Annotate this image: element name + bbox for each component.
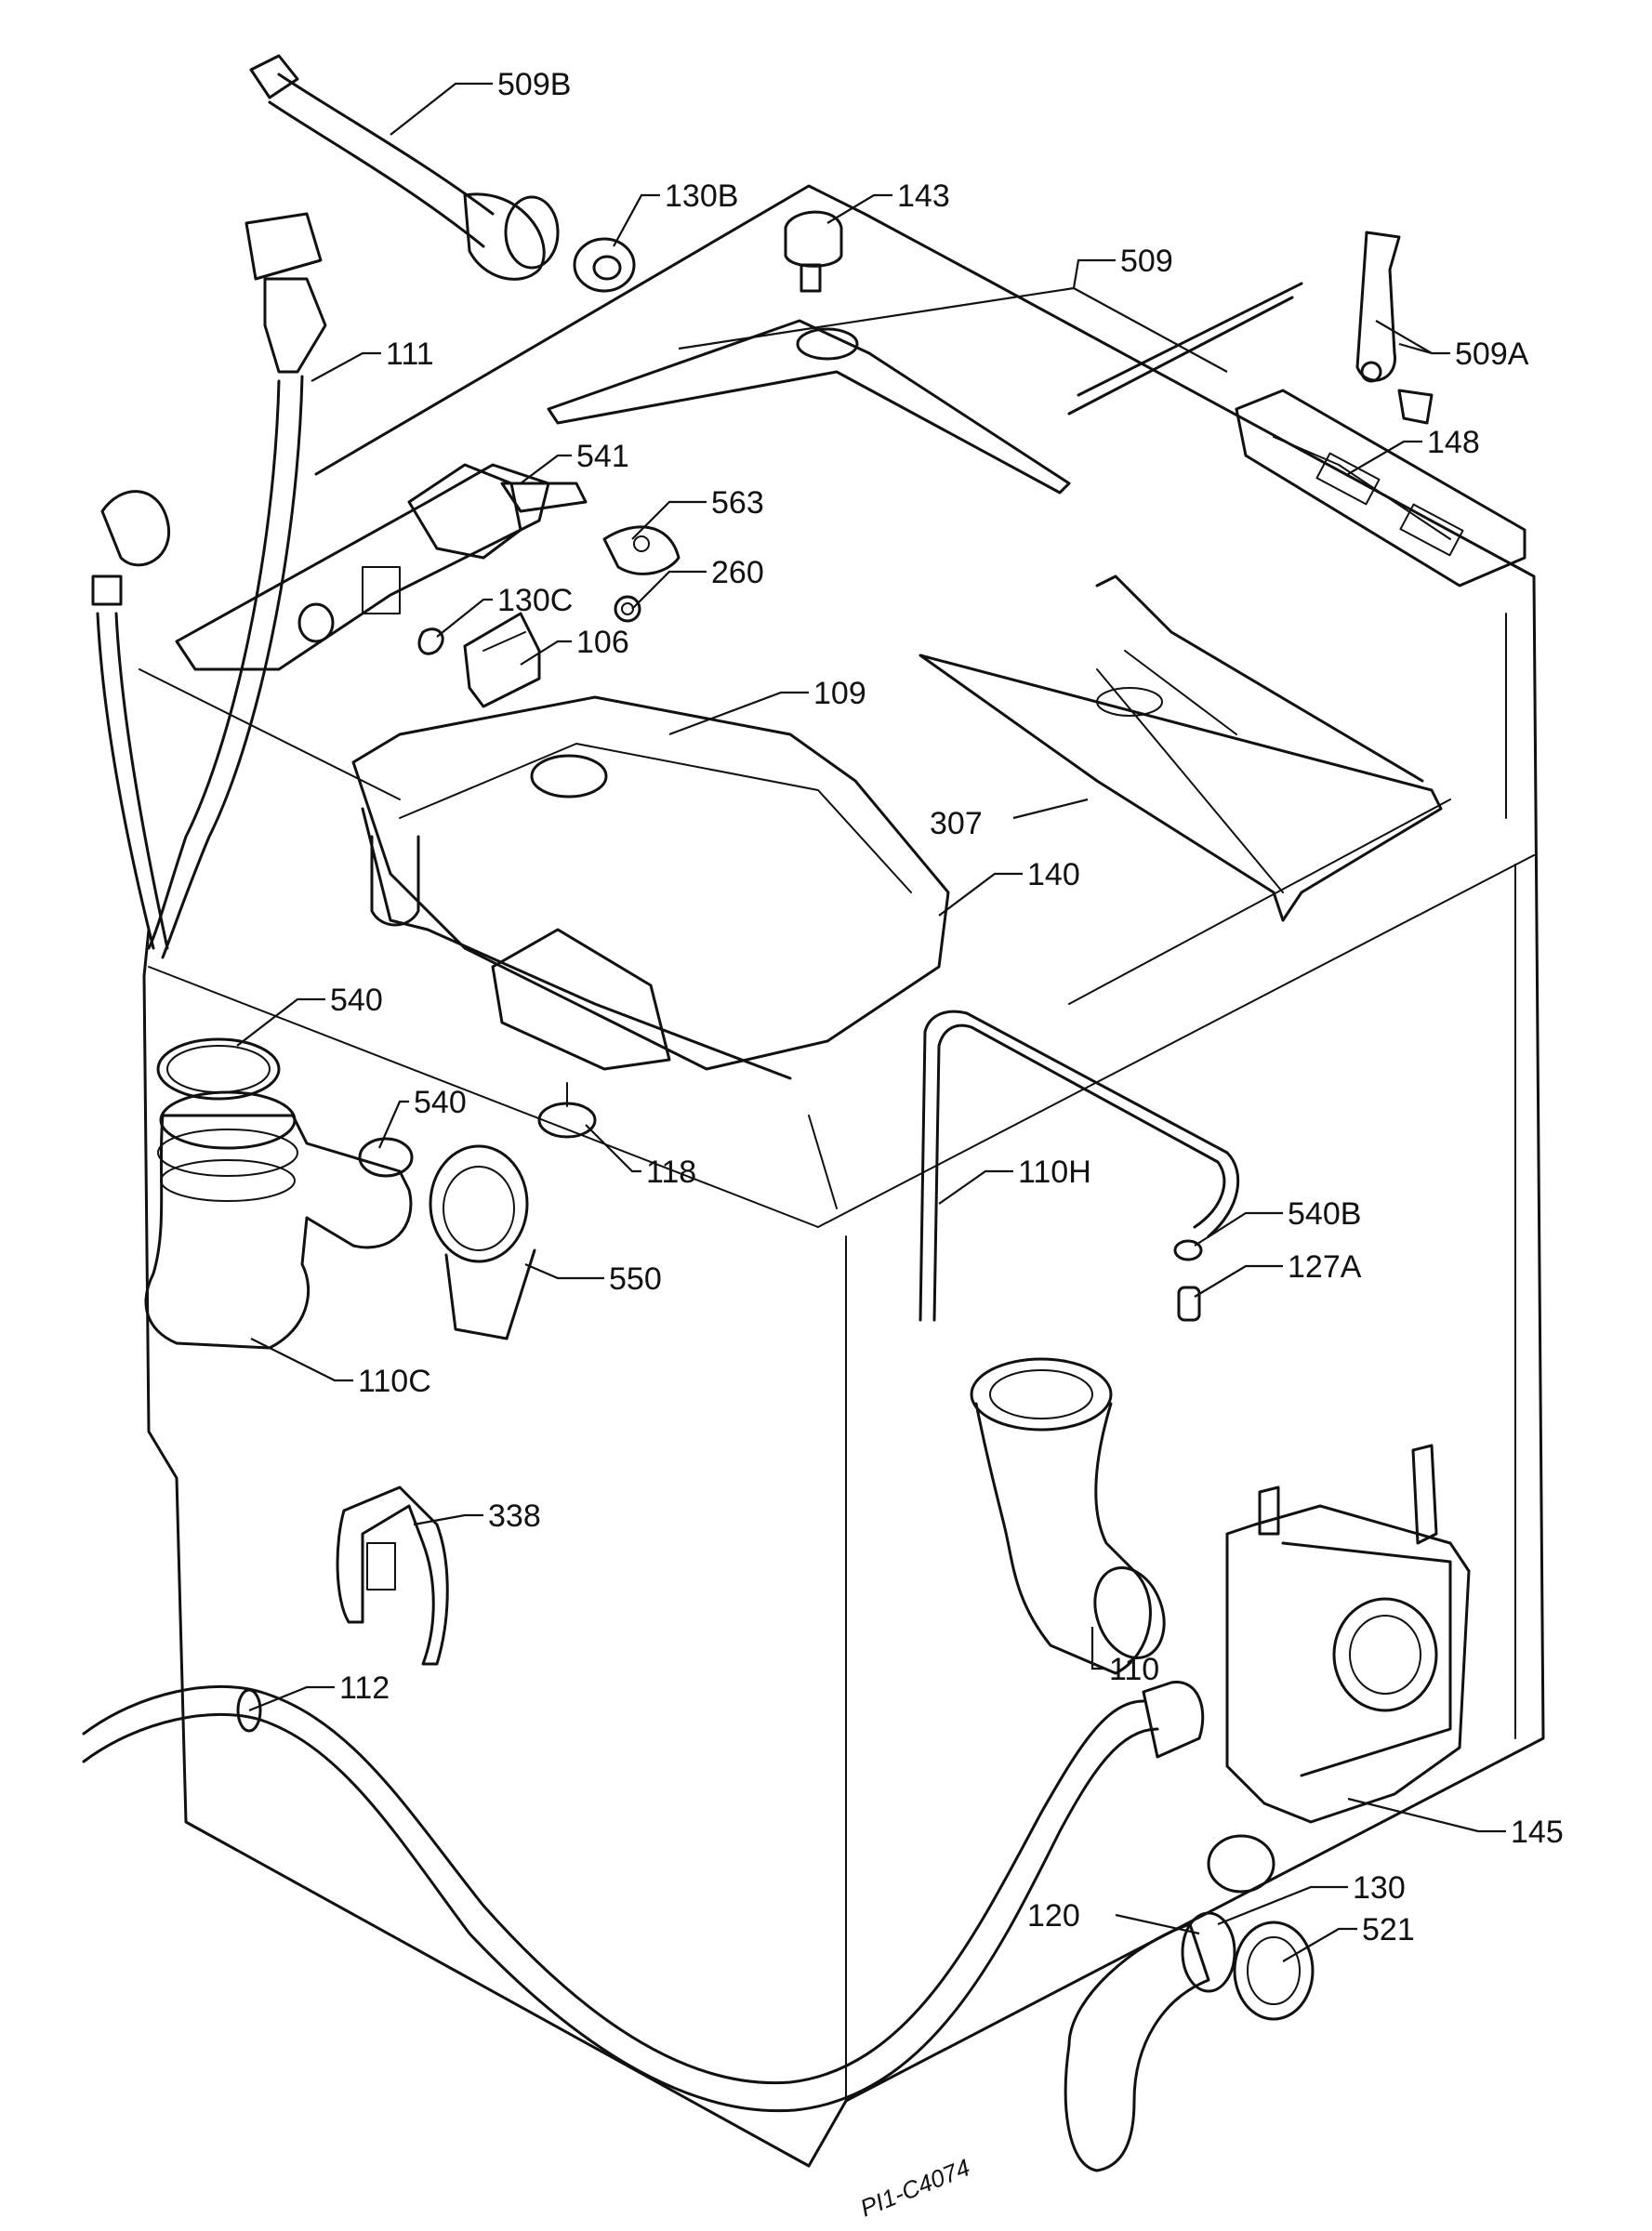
- label-521: 521: [1362, 1912, 1415, 1947]
- label-110: 110: [1109, 1652, 1159, 1687]
- part-540B-clip: [1173, 1239, 1203, 1261]
- part-106-clip: [463, 612, 541, 708]
- part-509-lever: [547, 282, 1303, 495]
- part-550-clip: [429, 1144, 536, 1340]
- label-120: 120: [1027, 1898, 1080, 1934]
- part-130B-nut: [573, 237, 636, 293]
- part-111-inlet-hose: [91, 212, 327, 959]
- drawing-code: PI1-C4074: [856, 2153, 973, 2222]
- part-110H-tube: [919, 1010, 1240, 1322]
- part-130-seal: [1181, 1911, 1236, 1993]
- label-541: 541: [576, 439, 629, 474]
- leader-lines: [236, 82, 1506, 1962]
- part-509A-bracket: [1355, 231, 1434, 425]
- part-112-drain-hose: [82, 1681, 1205, 2113]
- label-338: 338: [488, 1498, 541, 1534]
- label-110C: 110C: [358, 1364, 431, 1399]
- label-118: 118: [646, 1155, 696, 1190]
- label-563: 563: [711, 485, 764, 521]
- part-labels: 509B 130B 143 509 509A 111 541 148 563 2…: [330, 67, 1564, 2223]
- part-260-spring: [614, 595, 641, 623]
- part-541-valve-bracket: [175, 463, 588, 671]
- part-127A-nozzle: [1177, 1286, 1201, 1322]
- part-118-gear: [537, 1082, 597, 1139]
- label-540-lower: 540: [414, 1085, 467, 1120]
- part-563-cam: [602, 525, 681, 575]
- label-130: 130: [1353, 1870, 1406, 1906]
- label-140: 140: [1027, 857, 1080, 892]
- label-145: 145: [1511, 1815, 1564, 1850]
- part-540-clamp-upper: [156, 1037, 281, 1101]
- cabinet-outline: [139, 184, 1545, 2168]
- label-110H: 110H: [1018, 1155, 1091, 1190]
- label-550: 550: [609, 1261, 662, 1297]
- part-110C-bellows: [144, 1090, 413, 1350]
- part-110-elbow: [970, 1357, 1166, 1675]
- part-143-knob: [784, 210, 843, 293]
- part-509B-inlet-valve: [249, 54, 560, 281]
- label-109: 109: [813, 676, 866, 711]
- label-112: 112: [339, 1670, 390, 1706]
- label-111: 111: [386, 337, 434, 372]
- label-540B: 540B: [1288, 1196, 1361, 1232]
- part-109-dispenser-housing: [351, 695, 950, 1080]
- part-130C-spring: [417, 627, 444, 655]
- label-130B: 130B: [665, 178, 738, 214]
- part-120-filter: [1064, 1922, 1210, 2172]
- label-260: 260: [711, 555, 764, 590]
- part-338-bracket: [336, 1485, 449, 1666]
- label-509B: 509B: [497, 67, 571, 102]
- label-307: 307: [930, 806, 983, 841]
- label-127A: 127A: [1288, 1249, 1362, 1285]
- part-145-pump-housing: [1207, 1444, 1471, 1894]
- part-540-clamp-lower: [358, 1137, 414, 1178]
- label-130C: 130C: [497, 583, 573, 618]
- part-307-tray: [919, 574, 1443, 922]
- label-106: 106: [576, 625, 629, 660]
- label-509A: 509A: [1455, 337, 1529, 372]
- label-143: 143: [897, 178, 950, 214]
- label-540-upper: 540: [330, 983, 383, 1018]
- part-148-slide: [1235, 389, 1526, 587]
- label-148: 148: [1427, 425, 1480, 460]
- label-509: 509: [1120, 244, 1173, 279]
- part-521-cap: [1233, 1921, 1315, 2021]
